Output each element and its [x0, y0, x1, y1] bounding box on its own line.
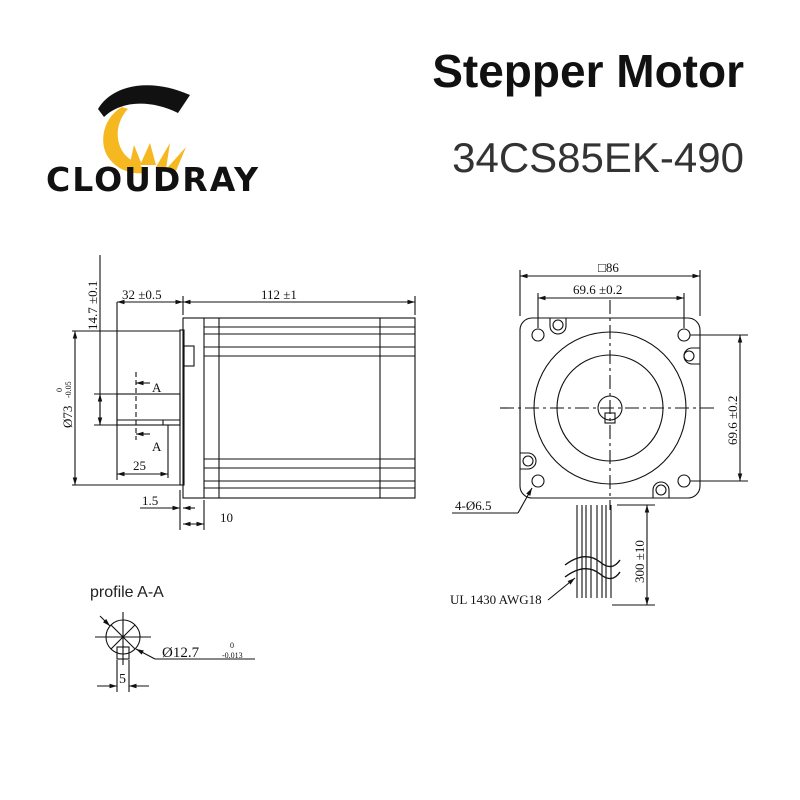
- dim-lead-length: 300 ±10: [632, 540, 647, 583]
- logo-arc-black: [98, 85, 190, 117]
- side-view: [72, 255, 416, 530]
- dim-body-length: 112 ±1: [261, 287, 297, 302]
- front-view: [452, 270, 748, 606]
- section-mark-bottom: A: [152, 439, 162, 454]
- profile-section: [95, 612, 255, 692]
- dim-mount-holes: 4-Ø6.5: [455, 498, 491, 513]
- dim-flat-length: 25: [133, 458, 146, 473]
- profile-label: profile A-A: [90, 584, 164, 601]
- model-number: 34CS85EK-490: [452, 134, 744, 181]
- dim-flat-width: 5: [119, 672, 126, 687]
- dim-shaft-tol-lower: -0.013: [222, 651, 243, 660]
- dim-pilot-diameter: Ø73: [60, 406, 75, 428]
- brand-name: CLOUDRAY: [46, 160, 260, 199]
- dim-boss-offset: 14.7 ±0.1: [85, 281, 100, 330]
- dim-flange-gap: 1.5: [142, 493, 158, 508]
- dim-hole-spacing-h: 69.6 ±0.2: [573, 282, 622, 297]
- dim-pilot-tol-upper: 0: [55, 388, 64, 392]
- dim-flange-thickness: 10: [220, 510, 233, 525]
- logo-rays-yellow: [130, 143, 186, 171]
- dim-shaft-tol-upper: 0: [230, 641, 234, 650]
- dim-shaft-diameter: Ø12.7: [162, 645, 200, 661]
- dim-hole-spacing-v: 69.6 ±0.2: [725, 396, 740, 445]
- dim-pilot-tol-lower: -0.05: [64, 381, 73, 398]
- page-title: Stepper Motor: [432, 45, 744, 97]
- dim-frame-size: □86: [598, 260, 619, 275]
- logo-crescent-yellow: [103, 107, 148, 174]
- wire-spec: UL 1430 AWG18: [450, 592, 542, 607]
- section-mark-top: A: [152, 380, 162, 395]
- cloudray-logo: [98, 85, 190, 174]
- dim-shaft-length: 32 ±0.5: [122, 287, 162, 302]
